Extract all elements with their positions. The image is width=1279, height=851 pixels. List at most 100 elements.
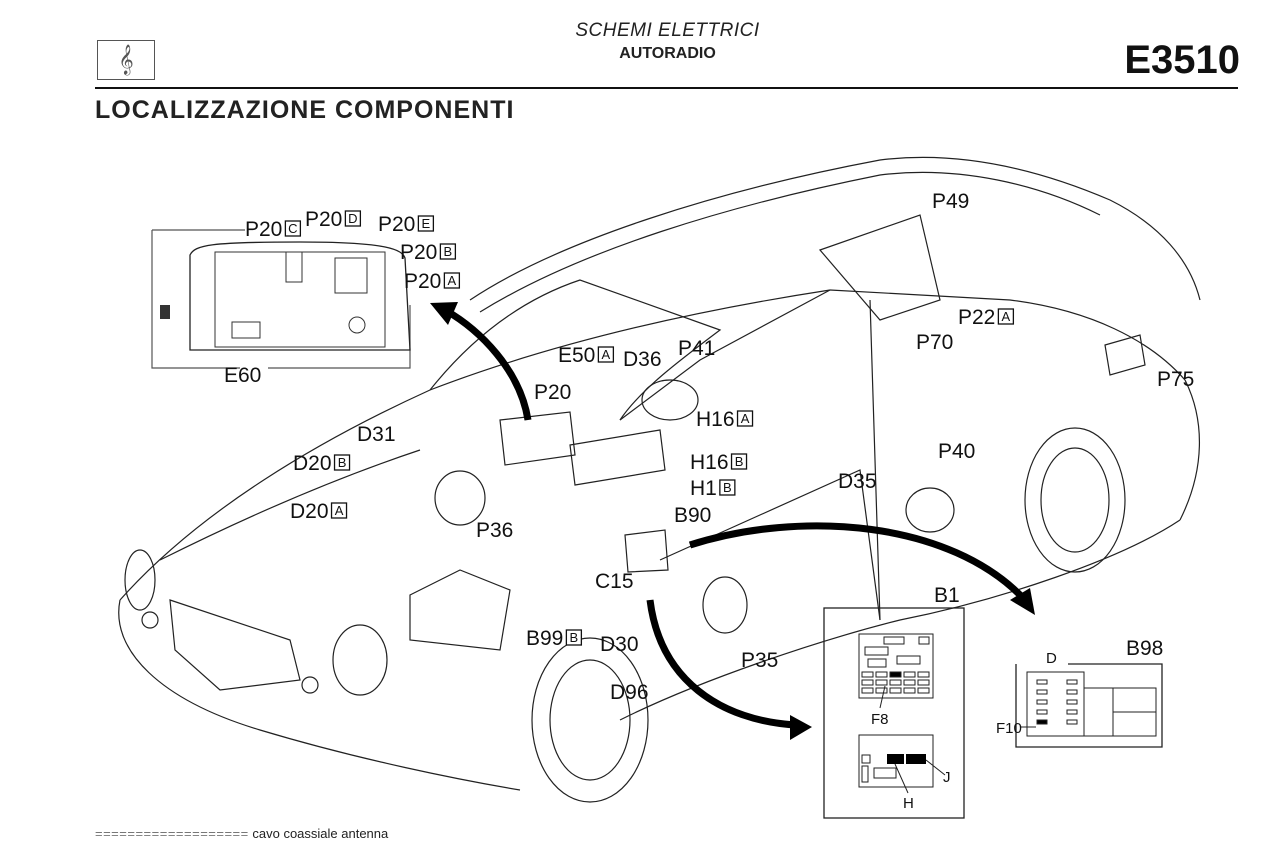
label-p20d-variant: D bbox=[348, 211, 357, 226]
label-p20c-variant: C bbox=[288, 221, 297, 236]
label-p41: P41 bbox=[678, 337, 715, 360]
label-f10: F10 bbox=[996, 720, 1022, 737]
label-f8: F8 bbox=[871, 711, 889, 728]
section-title: LOCALIZZAZIONE COMPONENTI bbox=[95, 96, 515, 124]
small-icon bbox=[160, 305, 170, 319]
label-p20b: P20 bbox=[400, 241, 437, 264]
fuse-f8 bbox=[889, 671, 902, 678]
legend-text: cavo coassiale antenna bbox=[252, 826, 389, 841]
label-h: H bbox=[903, 795, 914, 812]
label-p20e-variant: E bbox=[422, 216, 431, 231]
fuse-slot bbox=[861, 687, 874, 694]
fuse-slot bbox=[903, 671, 916, 678]
header-divider bbox=[95, 87, 1238, 89]
label-d31: D31 bbox=[357, 423, 396, 446]
fuse-slot bbox=[875, 679, 888, 686]
label-h1b-variant: B bbox=[723, 480, 732, 495]
label-e60: E60 bbox=[224, 364, 261, 387]
header-subtitle: AUTORADIO bbox=[619, 45, 716, 62]
treble-clef-icon: 𝄞 bbox=[97, 40, 155, 80]
fuse-slot bbox=[1036, 699, 1048, 705]
fuse-slot bbox=[1066, 689, 1078, 695]
label-p20a: P20 bbox=[404, 270, 441, 293]
fuse-slot bbox=[1036, 679, 1048, 685]
fuse-slot bbox=[875, 687, 888, 694]
fuse-slot bbox=[875, 671, 888, 678]
fuse-h bbox=[887, 754, 904, 764]
pointer-arrows bbox=[443, 306, 1028, 729]
header-title: SCHEMI ELETTRICI bbox=[575, 20, 760, 41]
label-p20d: P20 bbox=[305, 208, 342, 231]
fuse-slot bbox=[889, 679, 902, 686]
label-p35: P35 bbox=[741, 649, 778, 672]
label-p22a-variant: A bbox=[1002, 309, 1011, 324]
label-b98: B98 bbox=[1126, 637, 1163, 660]
label-c15: C15 bbox=[595, 570, 634, 593]
label-p20: P20 bbox=[534, 381, 571, 404]
fuse-slot bbox=[917, 687, 930, 694]
fuse-f10 bbox=[1036, 719, 1048, 725]
fuse-slot bbox=[889, 687, 902, 694]
fuse-slot bbox=[861, 671, 874, 678]
fuse-slot bbox=[903, 687, 916, 694]
label-b90: B90 bbox=[674, 504, 711, 527]
label-h16a-variant-box bbox=[736, 410, 754, 427]
label-d20b: D20 bbox=[293, 452, 332, 475]
page-code: E3510 bbox=[1124, 38, 1240, 82]
fuse-slot bbox=[1036, 689, 1048, 695]
label-d35: D35 bbox=[838, 470, 877, 493]
fuse-slot bbox=[1066, 709, 1078, 715]
label-h16b-variant: B bbox=[735, 454, 744, 469]
label-b1: B1 bbox=[934, 584, 960, 607]
label-d36: D36 bbox=[623, 348, 662, 371]
radio-inset bbox=[151, 229, 411, 369]
label-p70: P70 bbox=[916, 331, 953, 354]
fuse-slot bbox=[1066, 679, 1078, 685]
label-h16a-variant: A bbox=[741, 411, 750, 426]
label-p36: P36 bbox=[476, 519, 513, 542]
fuse-slot bbox=[903, 679, 916, 686]
label-p20e-variant-box bbox=[417, 215, 435, 232]
coax-cable-symbol: =================== bbox=[95, 826, 249, 841]
label-p20e: P20 bbox=[378, 213, 415, 236]
fuse-slot bbox=[1066, 719, 1078, 725]
label-p22a: P22 bbox=[958, 306, 995, 329]
label-b99b-variant-box bbox=[565, 629, 583, 646]
label-p20b-variant: B bbox=[444, 244, 453, 259]
fuse-slot bbox=[1036, 709, 1048, 715]
label-j: J bbox=[943, 769, 951, 786]
label-d: D bbox=[1046, 650, 1057, 667]
car-outline bbox=[118, 156, 1201, 803]
label-p20c: P20 bbox=[245, 218, 282, 241]
label-d20a-variant: A bbox=[335, 503, 344, 518]
fuse-slot bbox=[1066, 699, 1078, 705]
fuse-j bbox=[906, 754, 926, 764]
label-d30: D30 bbox=[600, 633, 639, 656]
label-d20a: D20 bbox=[290, 500, 329, 523]
label-h16b: H16 bbox=[690, 451, 729, 474]
label-p20a-variant: A bbox=[448, 273, 457, 288]
fuse-slot bbox=[917, 679, 930, 686]
legend: =================== cavo coassiale anten… bbox=[95, 826, 388, 841]
label-e50a-variant: A bbox=[602, 347, 611, 362]
label-h1b-variant-box bbox=[719, 479, 736, 496]
arrow-heads bbox=[430, 302, 1035, 740]
fuse-slot bbox=[861, 679, 874, 686]
label-p22a-variant-box bbox=[997, 308, 1015, 325]
label-p20b-variant-box bbox=[439, 243, 457, 260]
label-d20a-variant-box bbox=[330, 502, 348, 519]
fuse-box-b98-inset bbox=[1015, 663, 1163, 748]
fuse-slot bbox=[917, 671, 930, 678]
label-p20d-variant-box bbox=[344, 210, 362, 227]
label-d20b-variant-box bbox=[333, 454, 351, 471]
clef-glyph: 𝄞 bbox=[118, 44, 134, 75]
label-d20b-variant: B bbox=[338, 455, 347, 470]
label-d96: D96 bbox=[610, 681, 649, 704]
label-b99b: B99 bbox=[526, 627, 563, 650]
fuse-box-b1-inset bbox=[823, 607, 965, 819]
label-e50a: E50 bbox=[558, 344, 595, 367]
label-p75: P75 bbox=[1157, 368, 1194, 391]
label-p40: P40 bbox=[938, 440, 975, 463]
label-e50a-variant-box bbox=[597, 346, 615, 363]
